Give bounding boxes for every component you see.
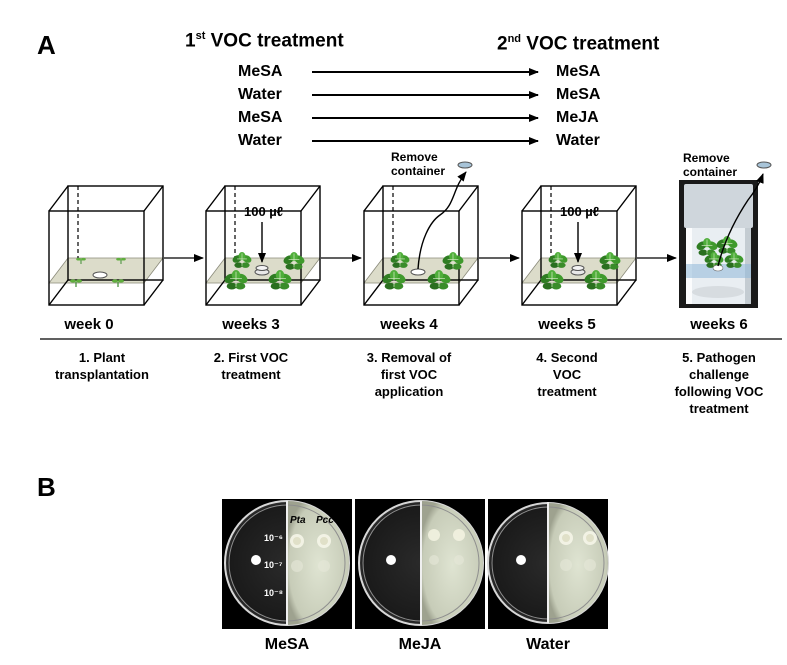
step-4-description: 4. Second VOC treatment: [512, 349, 622, 400]
remove-container-callout-weeks-4: Remove container: [391, 150, 445, 178]
step-line: 2. First VOC: [213, 350, 289, 365]
treatment-second-3: MeJA: [556, 109, 599, 126]
step-1-description: 1. Plant transplantation: [37, 349, 167, 383]
volume-label-weeks-5: 100 µℓ: [560, 204, 600, 219]
step-line: application: [374, 384, 444, 399]
second-voc-header-sup: nd: [507, 33, 522, 45]
volume-label-weeks-3: 100 µℓ: [244, 204, 284, 219]
treatment-arrows: [312, 68, 539, 145]
first-voc-header-rest: VOC treatment: [205, 30, 344, 52]
treatment-second-1: MeSA: [556, 63, 601, 80]
step-3-description: 3. Removal of first VOC application: [346, 349, 472, 400]
dilution-label-2: 10⁻⁷: [264, 560, 283, 570]
step-line: 5. Pathogen: [682, 350, 756, 365]
week-label-6: weeks 6: [690, 316, 748, 333]
treatment-second-4: Water: [556, 132, 600, 149]
second-voc-header-rest: VOC treatment: [521, 33, 660, 55]
plate-label-meja: MeJA: [398, 636, 442, 653]
callout-line: Remove: [683, 151, 730, 165]
treatment-first-3: MeSA: [238, 109, 283, 126]
step-line: treatment: [221, 367, 281, 382]
treatment-first-2: Water: [238, 86, 282, 103]
first-voc-header-lead: 1: [185, 30, 196, 52]
callout-line: container: [391, 164, 446, 178]
step-line: 1. Plant: [78, 350, 126, 365]
first-voc-header: 1st VOC treatment: [185, 30, 344, 52]
panel-a-letter: A: [37, 30, 56, 60]
plate-mesa: [222, 499, 352, 629]
treatment-first-1: MeSA: [238, 63, 283, 80]
second-voc-header-lead: 2: [497, 33, 508, 55]
chamber-weeks-6-photo: [679, 161, 772, 308]
chamber-week-0: [48, 185, 164, 306]
timeline-diagram: [40, 68, 782, 340]
plate-meja: [355, 499, 485, 629]
plate-label-water: Water: [526, 636, 570, 653]
first-voc-header-sup: st: [195, 30, 206, 42]
week-label-0: week 0: [64, 316, 114, 333]
remove-container-callout-weeks-6: Remove container: [683, 151, 737, 179]
step-line: challenge: [689, 367, 749, 382]
treatment-first-4: Water: [238, 132, 282, 149]
plate-header-pcc: Pcc: [316, 515, 334, 526]
chamber-weeks-3: [205, 185, 321, 306]
chamber-weeks-5: [521, 185, 637, 306]
step-5-description: 5. Pathogen challenge following VOC trea…: [664, 349, 774, 417]
week-label-4: weeks 4: [380, 316, 438, 333]
second-voc-header: 2nd VOC treatment: [497, 33, 659, 55]
step-line: following VOC: [674, 384, 764, 399]
dilution-label-1: 10⁻⁶: [264, 533, 283, 543]
treatment-second-2: MeSA: [556, 86, 601, 103]
callout-line: container: [683, 165, 738, 179]
plate-header-pta: Pta: [290, 515, 306, 526]
plate-label-mesa: MeSA: [264, 636, 310, 653]
week-label-5: weeks 5: [538, 316, 596, 333]
dilution-label-3: 10⁻⁸: [264, 588, 284, 598]
step-line: treatment: [537, 384, 597, 399]
step-line: first VOC: [380, 367, 438, 382]
week-label-3: weeks 3: [222, 316, 280, 333]
step-line: VOC: [552, 367, 582, 382]
step-line: 3. Removal of: [366, 350, 452, 365]
plate-water: [487, 499, 609, 629]
callout-line: Remove: [391, 150, 438, 164]
chamber-weeks-4: [363, 161, 479, 306]
step-line: 4. Second: [536, 350, 598, 365]
step-line: treatment: [689, 401, 749, 416]
step-line: transplantation: [55, 367, 149, 382]
panel-b-letter: B: [37, 472, 56, 502]
step-2-description: 2. First VOC treatment: [196, 349, 306, 383]
